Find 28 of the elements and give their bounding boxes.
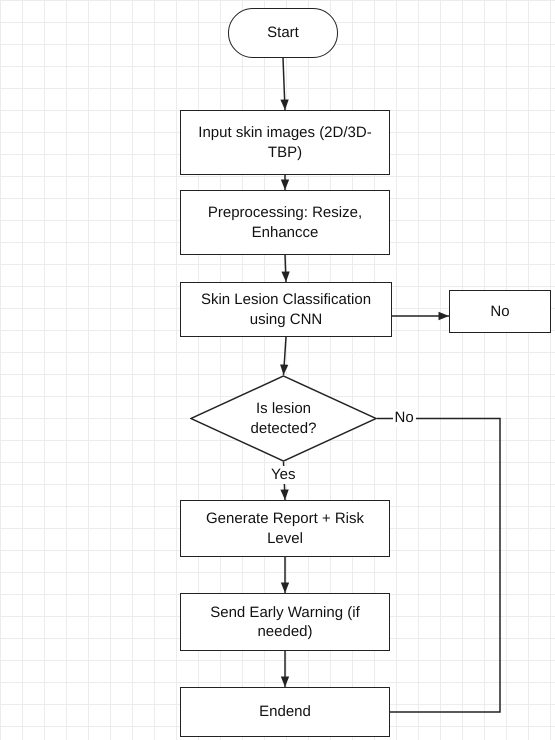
arrow	[280, 651, 290, 687]
node-text: Generate Report + Risk Level	[205, 509, 365, 548]
node-text: No	[490, 302, 510, 322]
arrow	[280, 557, 290, 593]
node-text: Endend	[259, 702, 311, 722]
connector-line	[377, 418, 501, 713]
process-box	[180, 687, 390, 737]
decision-diamond	[190, 375, 377, 462]
node-text: Is lesion detected?	[250, 399, 318, 438]
process-box	[180, 110, 390, 175]
node-text: Send Early Warning (if needed)	[209, 602, 361, 642]
process-box	[180, 593, 390, 651]
process-box	[449, 290, 551, 333]
process-box	[180, 500, 390, 557]
arrow	[392, 312, 449, 320]
arrow	[281, 254, 290, 282]
edge-label: No	[392, 409, 416, 427]
arrow	[280, 175, 290, 190]
node-text: Skin Lesion Classification using CNN	[200, 290, 372, 329]
process-box	[180, 190, 390, 255]
arrow	[280, 336, 288, 376]
edge-label: Yes	[269, 466, 298, 484]
arrow	[280, 58, 289, 110]
process-box	[180, 282, 392, 337]
node-text: Start	[267, 23, 299, 43]
node-text: Preprocessing: Resize, Enhancce	[206, 203, 364, 242]
node-text: Input skin images (2D/3D-TBP)	[197, 123, 373, 162]
terminal-shape	[228, 8, 338, 58]
